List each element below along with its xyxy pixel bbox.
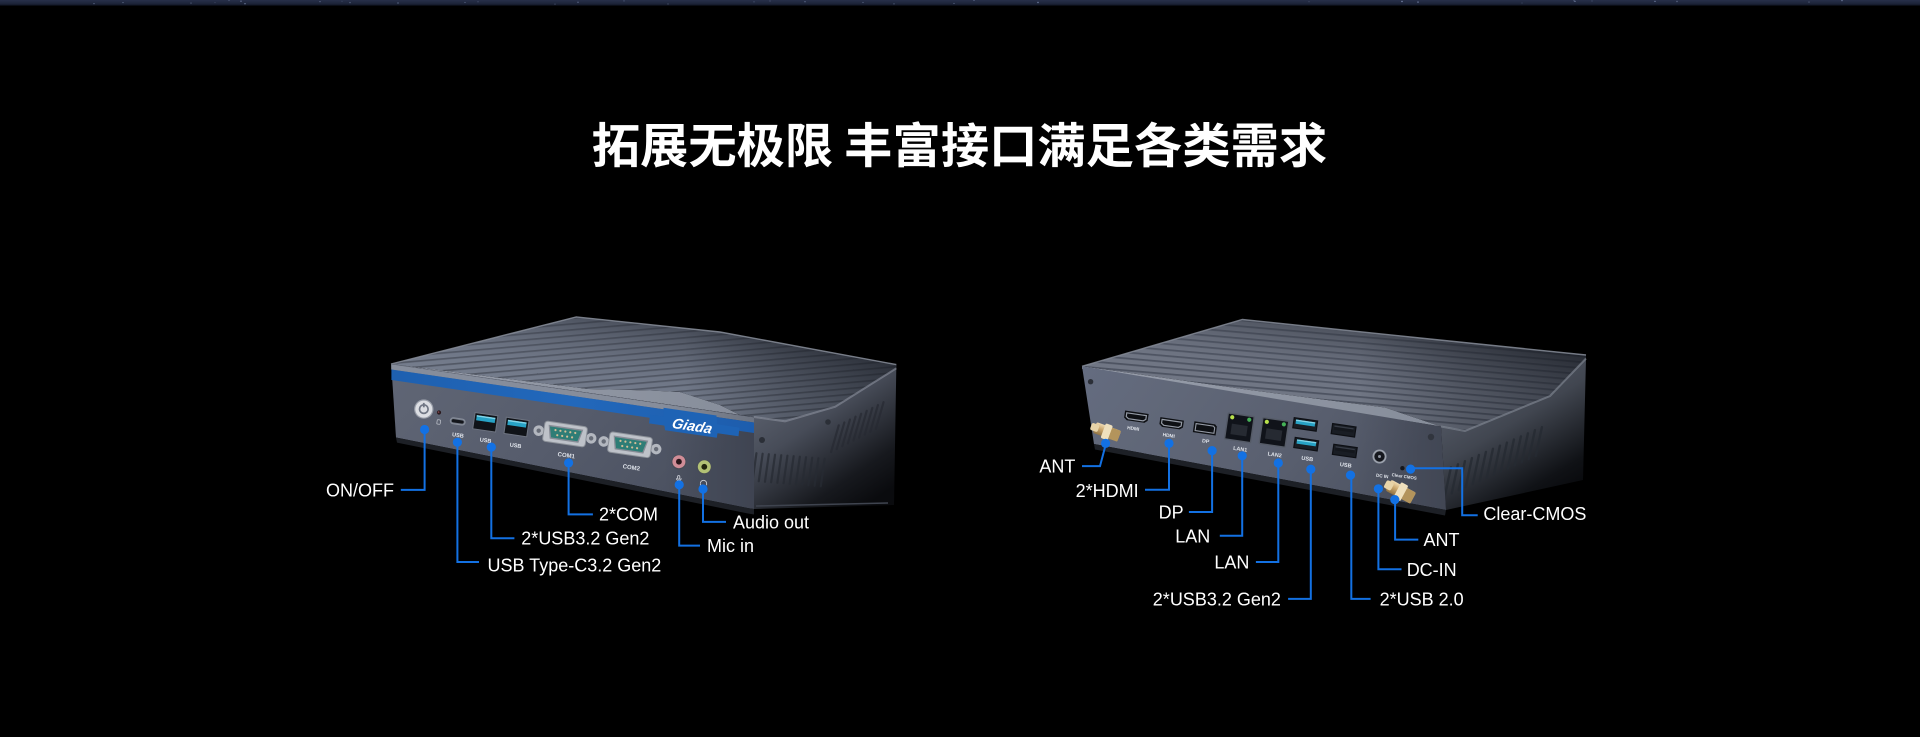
svg-text:Clear-CMOS: Clear-CMOS (1483, 504, 1586, 524)
svg-text:USB: USB (1301, 456, 1314, 464)
svg-text:Audio out: Audio out (733, 513, 809, 533)
svg-text:USB Type-C3.2 Gen2: USB Type-C3.2 Gen2 (488, 555, 662, 575)
svg-text:LAN2: LAN2 (1267, 451, 1282, 459)
svg-text:COM2: COM2 (622, 464, 641, 473)
svg-text:2*USB3.2 Gen2: 2*USB3.2 Gen2 (521, 529, 649, 549)
svg-text:2*COM: 2*COM (599, 505, 658, 525)
svg-text:LAN1: LAN1 (1233, 446, 1248, 454)
svg-text:ANT: ANT (1039, 457, 1075, 477)
svg-text:Mic in: Mic in (707, 536, 754, 556)
svg-text:Clear CMOS: Clear CMOS (1391, 472, 1417, 481)
svg-text:USB: USB (479, 437, 492, 445)
svg-text:HDMI: HDMI (1162, 432, 1176, 440)
svg-text:DC IN: DC IN (1376, 473, 1390, 480)
svg-text:LAN: LAN (1175, 526, 1210, 546)
svg-text:DC-IN: DC-IN (1407, 560, 1457, 580)
svg-text:DP: DP (1202, 438, 1211, 445)
svg-text:DP: DP (1159, 503, 1184, 523)
svg-text:Giada: Giada (670, 416, 714, 437)
svg-text:2*HDMI: 2*HDMI (1076, 481, 1139, 501)
svg-text:HDMI: HDMI (1127, 425, 1141, 433)
svg-text:ANT: ANT (1424, 530, 1460, 550)
svg-text:USB: USB (509, 442, 522, 450)
svg-text:COM1: COM1 (557, 452, 576, 461)
svg-text:LAN: LAN (1214, 553, 1249, 573)
svg-text:ON/OFF: ON/OFF (326, 481, 394, 501)
svg-text:USB: USB (1339, 462, 1352, 470)
svg-text:USB: USB (452, 432, 465, 440)
svg-text:2*USB 2.0: 2*USB 2.0 (1380, 590, 1464, 610)
svg-text:2*USB3.2 Gen2: 2*USB3.2 Gen2 (1153, 590, 1281, 610)
